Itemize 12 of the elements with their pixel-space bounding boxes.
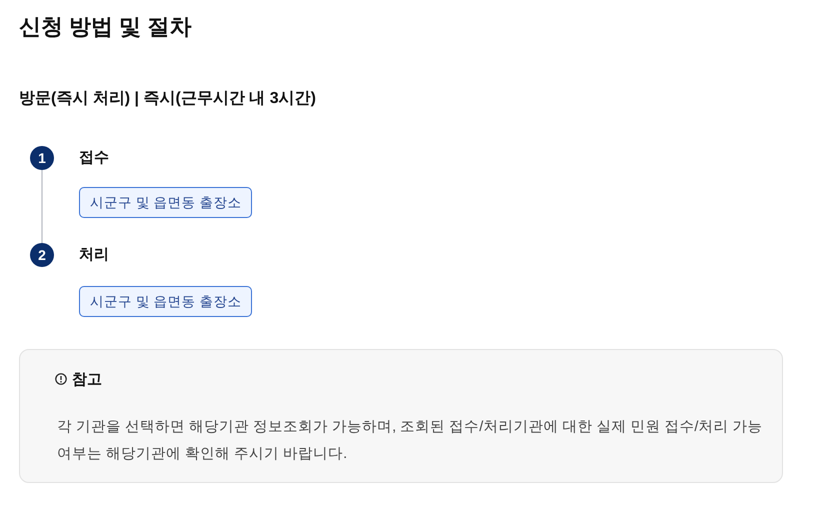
note-text: 각 기관을 선택하면 해당기관 정보조회가 가능하며, 조회된 접수/처리기관에 대한 실제 민원 접수/처리 가능 여부는 해당기관에 확인해 주시기 바랍니다. — [57, 418, 764, 464]
office-tag: 시군구 및 읍면동 출장소 — [79, 286, 252, 317]
step-label: 처리 — [79, 245, 109, 264]
note-heading: 참고 — [72, 371, 102, 388]
step-label: 접수 — [79, 148, 109, 167]
step-number-circle: 1 — [30, 146, 54, 170]
section-heading: 방문(즉시 처리) | 즉시(근무시간 내 3시간) — [19, 89, 316, 109]
step-number-circle: 2 — [30, 243, 54, 267]
page-title: 신청 방법 및 절차 — [19, 13, 192, 41]
connector-line — [41, 170, 43, 243]
office-tag: 시군구 및 읍면동 출장소 — [79, 187, 252, 218]
note-panel — [19, 349, 783, 483]
